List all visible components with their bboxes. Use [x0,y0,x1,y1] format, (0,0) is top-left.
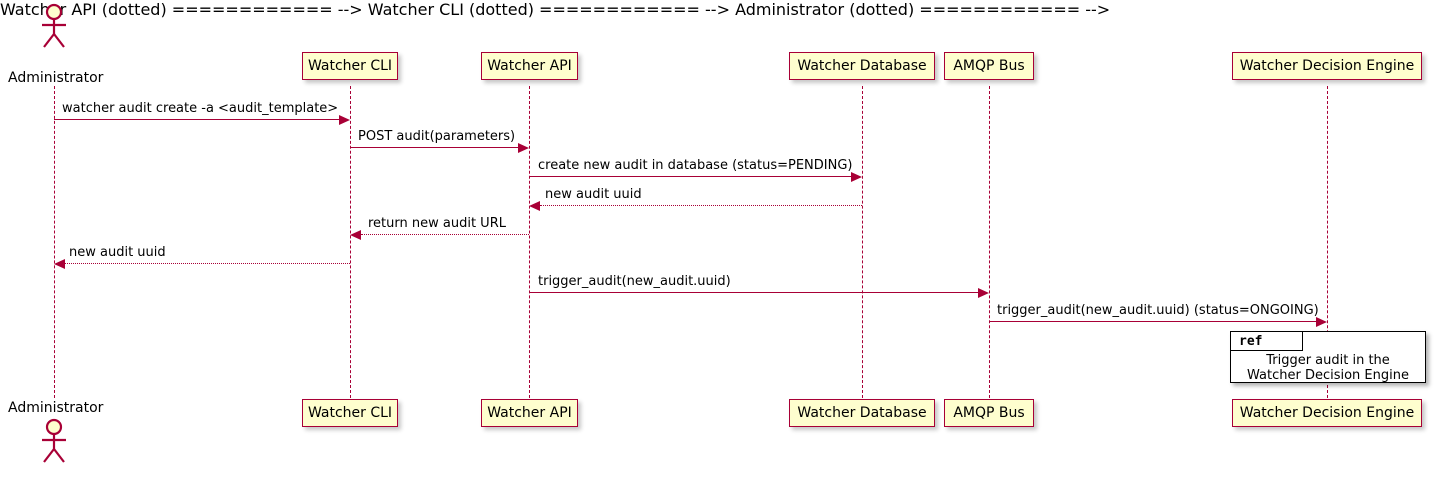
ref-fragment-tag: ref [1231,332,1303,351]
message-line-8 [989,321,1316,322]
lifeline-administrator [54,86,55,398]
ref-fragment-line-1: Trigger audit in the [1266,353,1390,368]
message-arrowhead-7 [978,287,989,298]
message-arrowhead-6 [54,258,65,269]
message-line-2 [350,147,518,148]
message-label-2: POST audit(parameters) [358,129,516,144]
participant-watcher-database-bottom[interactable]: Watcher Database [789,399,935,427]
participant-watcher-api-bottom[interactable]: Watcher API [481,399,578,427]
participant-watcher-api-top[interactable]: Watcher API [481,52,578,80]
message-line-6 [65,263,350,264]
message-label-8: trigger_audit(new_audit.uuid) (status=ON… [997,303,1319,318]
lifeline-amqp-bus [989,86,990,398]
message-line-5 [361,234,529,235]
message-label-4: new audit uuid [545,187,642,202]
participant-amqp-bus-top[interactable]: AMQP Bus [944,52,1034,80]
participant-amqp-bus-bottom[interactable]: AMQP Bus [944,399,1034,427]
participant-watcher-cli-bottom[interactable]: Watcher CLI [302,399,398,427]
message-label-5: return new audit URL [368,216,506,231]
participant-decision-engine-top[interactable]: Watcher Decision Engine [1232,52,1422,80]
ref-fragment: ref Trigger audit in the Watcher Decisio… [1230,331,1426,383]
message-arrowhead-3 [851,171,862,182]
message-line-1 [54,119,339,120]
message-line-3 [529,176,851,177]
ref-fragment-tag-label: ref [1239,333,1263,349]
message-arrowhead-5 [350,229,361,240]
lifeline-watcher-cli [350,86,351,398]
message-label-7: trigger_audit(new_audit.uuid) [538,274,731,289]
message-label-1: watcher audit create -a <audit_template> [62,101,339,116]
lifeline-decision-engine [1327,86,1328,398]
message-arrowhead-2 [518,142,529,153]
message-label-6: new audit uuid [69,245,166,260]
message-label-3: create new audit in database (status=PEN… [538,158,853,173]
actor-administrator-bottom [37,418,71,464]
actor-label-administrator-bottom: Administrator [8,400,104,416]
participant-watcher-database-top[interactable]: Watcher Database [789,52,935,80]
ref-fragment-body: Trigger audit in the Watcher Decision En… [1231,353,1425,383]
message-arrowhead-1 [339,114,350,125]
lifeline-watcher-database [862,86,863,398]
participant-decision-engine-bottom[interactable]: Watcher Decision Engine [1232,399,1422,427]
lifeline-watcher-api [529,86,530,398]
participant-watcher-cli-top[interactable]: Watcher CLI [302,52,398,80]
actor-label-administrator-top: Administrator [8,70,104,86]
message-arrowhead-8 [1316,316,1327,327]
actor-administrator-top [37,3,71,49]
message-arrowhead-4 [529,200,540,211]
ref-fragment-line-2: Watcher Decision Engine [1247,368,1409,383]
message-line-4 [540,205,862,206]
message-line-7 [529,292,978,293]
